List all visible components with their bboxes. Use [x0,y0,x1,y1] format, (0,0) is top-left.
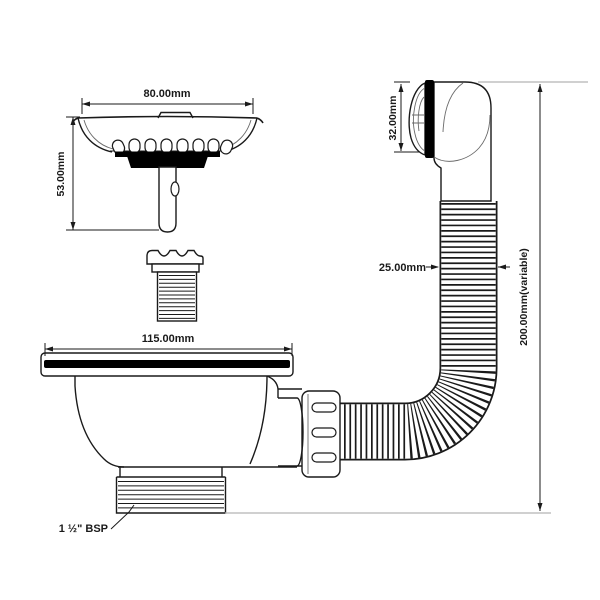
screw-thread-lines [159,275,195,319]
slot [207,138,220,154]
leader-line [110,504,135,530]
face-inner-arc-2 [417,96,425,132]
arrowhead-bottom [398,143,404,151]
face-inner-arc [413,87,426,152]
basket-rim [71,115,264,124]
dim-lines [44,343,293,356]
arrowhead-top [537,84,543,92]
dimension-pipe-length: 200.00mm(variable) [225,81,588,514]
dim-label-80mm: 80.00mm [143,88,190,100]
arrowhead-left [45,346,53,352]
basket-knob [157,111,194,119]
thread-size-callout: 1 ½" BSP [59,504,135,535]
waste-body [40,352,304,514]
arrowhead-left-pointing [498,264,506,270]
dim-lines [81,98,254,114]
slot [219,139,234,155]
basket-pin [158,166,177,233]
overflow-face-trim-ring [425,80,434,158]
strainer-slots [111,138,234,155]
nut-slot [311,452,337,463]
basket-seal-washer-top [115,151,220,157]
strainer-basket [71,111,264,233]
dimension-strainer-width: 80.00mm [81,88,254,114]
flange-seal [44,360,290,368]
dim-lines [394,81,420,153]
pin-detent [170,181,180,197]
elbow-inner-curve-bottom [433,114,491,162]
dim-label-53mm: 53.00mm [55,152,67,197]
outlet-end-flange [296,397,304,467]
bowl-outer-left [77,117,113,153]
compression-nut [301,390,341,478]
bowl-left-wall [74,376,125,468]
dimension-flange-width: 115.00mm [44,333,293,356]
slot [144,138,157,154]
arrowhead-top [70,117,76,125]
basket-seal-washer [127,156,208,168]
pipe-corrugation-ridges [340,203,496,459]
elbow-body [433,81,492,202]
thread-size-label: 1 ½" BSP [59,523,108,535]
dim-lines [66,116,159,231]
overflow-face-dome [408,81,426,156]
bsp-thread-lines [118,481,224,509]
dimension-overflow-face: 32.00mm [387,81,420,153]
dimension-strainer-height: 53.00mm [55,116,159,231]
screw-neck [151,263,200,273]
thread-neck [115,467,227,514]
nut-slot [311,427,337,438]
dim-label-25mm: 25.00mm [379,262,426,274]
dimension-pipe-diameter: 25.00mm [379,262,510,274]
nut-slot [311,402,337,413]
slot [192,138,205,154]
arrowhead-left [82,101,90,107]
bowl-right-wall [249,375,268,465]
arrowhead-right [245,101,253,107]
arrowhead-top [398,84,404,92]
slot [176,138,189,154]
face-tick-marks [412,114,424,124]
elbow-inner-curve-top [442,82,464,133]
slot [128,138,141,154]
overflow-elbow [408,80,492,202]
fixing-screw [146,249,204,322]
screw-shaft [156,271,198,322]
arrowhead-bottom [70,222,76,230]
dim-label-200mm: 200.00mm(variable) [518,248,530,345]
dim-label-32mm: 32.00mm [387,96,399,141]
slot [160,138,173,154]
dim-label-115mm: 115.00mm [142,333,195,345]
arrowhead-right [284,346,292,352]
arrowhead-right-pointing [431,264,439,270]
arrowhead-bottom [537,503,543,511]
outlet-shoulder [266,375,302,467]
screw-head [146,249,204,265]
flexible-overflow-pipe [340,201,498,461]
